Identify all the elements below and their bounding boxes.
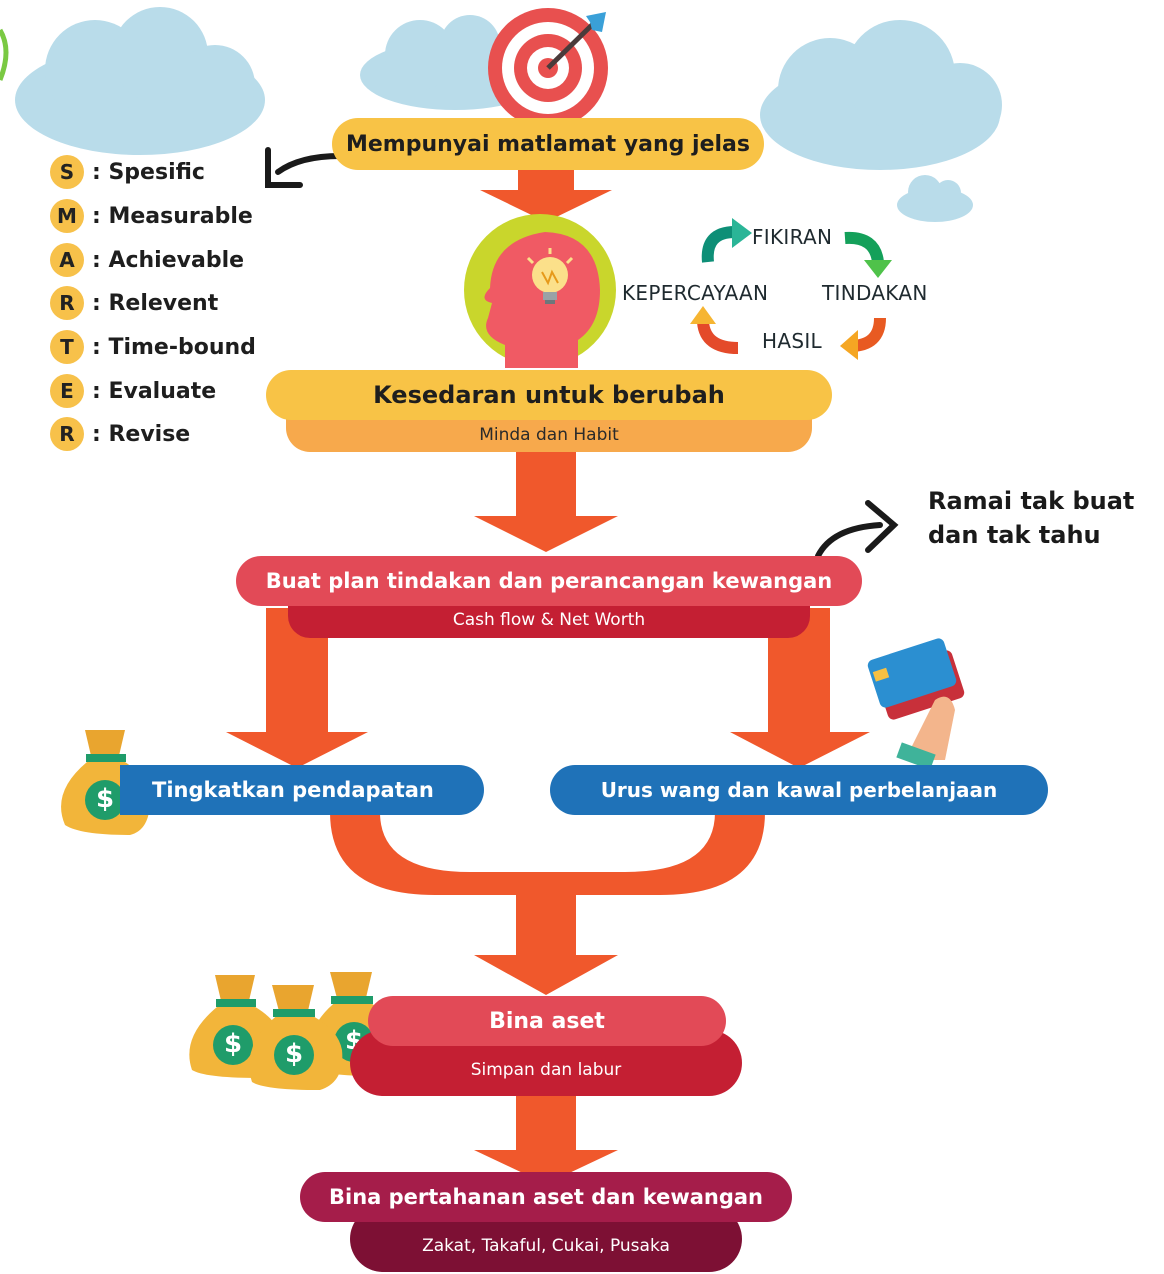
- note-text: Ramai tak buat dan tak tahu: [928, 484, 1134, 552]
- arrow-assets-to-protection: [474, 1092, 618, 1184]
- arrow-awareness-to-plan: [474, 448, 618, 552]
- money-bag-symbol-2: $: [284, 1039, 304, 1069]
- smart-letter-badge: T: [50, 330, 84, 364]
- smart-item-label: : Relevent: [92, 290, 219, 316]
- smart-item-label: : Revise: [92, 421, 191, 447]
- protection-title: Bina pertahanan aset dan kewangan: [328, 1185, 764, 1209]
- corner-mark-icon: [0, 28, 9, 81]
- smart-letter-badge: M: [50, 199, 84, 233]
- cloud-small-icon: [897, 175, 973, 222]
- money-bag-symbol-main: $: [95, 784, 115, 814]
- money-bag-symbol-1: $: [223, 1029, 243, 1059]
- awareness-banner: Kesedaran untuk berubah: [266, 370, 832, 420]
- plan-banner: Buat plan tindakan dan perancangan kewan…: [236, 556, 862, 606]
- cycle-label-right: TINDAKAN: [822, 281, 928, 305]
- smart-letter-badge: R: [50, 286, 84, 320]
- smart-item-label: : Spesific: [92, 159, 205, 185]
- smart-letter-badge: S: [50, 155, 84, 189]
- assets-subtitle: Simpan dan labur: [470, 1060, 622, 1080]
- protection-subtitle: Zakat, Takaful, Cukai, Pusaka: [422, 1236, 670, 1256]
- arrow-goal-to-awareness: [480, 165, 612, 222]
- note-line-2: dan tak tahu: [928, 521, 1101, 549]
- income-title: Tingkatkan pendapatan: [152, 778, 434, 802]
- smart-item-a: A : Achievable: [50, 243, 244, 277]
- assets-banner: Bina aset: [368, 996, 726, 1046]
- cycle-label-top: FIKIRAN: [752, 225, 833, 249]
- smart-item-m: M : Measurable: [50, 199, 253, 233]
- spending-banner: Urus wang dan kawal perbelanjaan: [550, 765, 1048, 815]
- cycle-label-left: KEPERCAYAAN: [622, 281, 769, 305]
- assets-title: Bina aset: [489, 1008, 605, 1034]
- note-line-1: Ramai tak buat: [928, 487, 1135, 515]
- smart-item-r: R : Relevent: [50, 286, 218, 320]
- goal-title: Mempunyai matlamat yang jelas: [345, 131, 750, 157]
- smart-letter-badge: R: [50, 417, 84, 451]
- cloud-right-icon: [760, 20, 1002, 170]
- protection-banner: Bina pertahanan aset dan kewangan: [300, 1172, 792, 1222]
- mind-head-icon: [464, 214, 616, 368]
- spending-title: Urus wang dan kawal perbelanjaan: [600, 778, 998, 802]
- arrow-merge-to-assets: [330, 812, 765, 995]
- cycle-arrows-icon: [690, 218, 892, 360]
- target-icon: [488, 8, 608, 128]
- smart-item-label: : Measurable: [92, 203, 253, 229]
- smart-item-label: : Time-bound: [92, 334, 256, 360]
- curved-arrow-to-note-icon: [815, 500, 899, 559]
- smart-letter-badge: E: [50, 374, 84, 408]
- cloud-left-icon: [15, 7, 265, 155]
- awareness-subtitle: Minda dan Habit: [479, 425, 619, 445]
- goal-banner: Mempunyai matlamat yang jelas: [332, 118, 764, 170]
- plan-title: Buat plan tindakan dan perancangan kewan…: [265, 569, 833, 593]
- cycle-label-bottom: HASIL: [762, 329, 822, 353]
- income-banner: Tingkatkan pendapatan: [120, 765, 484, 815]
- smart-item-r2: R : Revise: [50, 417, 190, 451]
- credit-card-hand-icon: [867, 638, 965, 770]
- smart-item-t: T : Time-bound: [50, 330, 256, 364]
- smart-item-label: : Evaluate: [92, 378, 217, 404]
- smart-item-label: : Achievable: [92, 247, 245, 273]
- curved-arrow-to-smart-icon: [265, 147, 343, 188]
- smart-letter-badge: A: [50, 243, 84, 277]
- smart-item-e: E : Evaluate: [50, 374, 216, 408]
- smart-item-s: S : Spesific: [50, 155, 205, 189]
- plan-subtitle: Cash flow & Net Worth: [452, 610, 646, 630]
- awareness-title: Kesedaran untuk berubah: [373, 381, 725, 409]
